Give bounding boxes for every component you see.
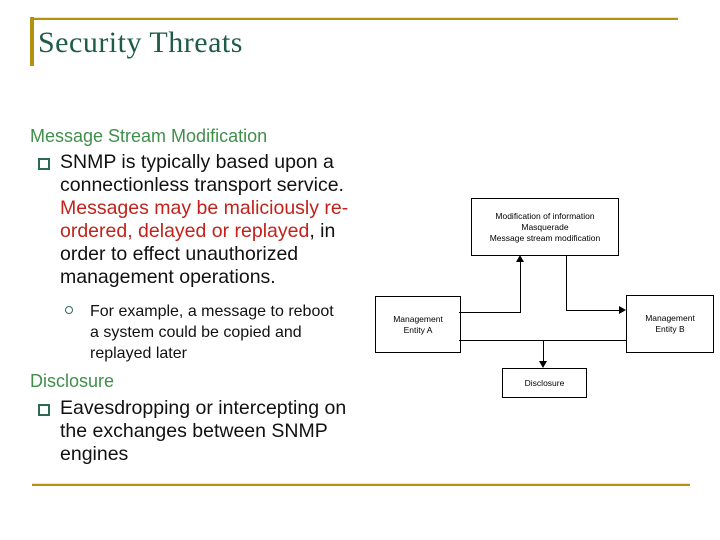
threat-box-line-3: Message stream modification: [489, 232, 601, 243]
bullet-text-black-after: , in order to effect unauthorized manage…: [60, 220, 336, 288]
bullet-text-snmp: SNMP is typically based upon a connectio…: [60, 151, 382, 289]
threat-box-line-1: Modification of information: [495, 210, 595, 221]
bottom-rule: [32, 483, 690, 486]
title-accent-bar: [30, 17, 34, 66]
entity-a-line-1: Management: [393, 313, 443, 324]
threat-box-line-2: Masquerade: [521, 221, 569, 232]
circle-bullet-icon: [65, 306, 73, 314]
connector-entity-a-to-threats-horizontal: [459, 312, 521, 313]
connector-threats-to-entity-b-horizontal: [566, 310, 621, 311]
diagram-box-management-entity-a: Management Entity A: [375, 296, 461, 353]
sub-bullet-text: For example, a message to reboot a syste…: [90, 303, 334, 362]
arrow-up-icon: [516, 255, 524, 262]
bullet-text-red-emphasis: Messages may be maliciously re-ordered, …: [60, 197, 349, 242]
disclosure-box-label: Disclosure: [524, 378, 565, 388]
top-rule: [31, 17, 678, 20]
section-heading-message-stream-modification: Message Stream Modification: [30, 126, 268, 146]
connector-to-disclosure-vertical: [543, 341, 544, 362]
diagram-box-disclosure: Disclosure: [502, 368, 587, 398]
page-title: Security Threats: [38, 26, 243, 59]
connector-entity-a-to-entity-b-horizontal: [459, 340, 627, 341]
connector-threats-to-entity-b-vertical: [566, 255, 567, 310]
entity-b-line-1: Management: [645, 313, 695, 323]
arrow-down-icon: [539, 361, 547, 368]
square-bullet-icon: [38, 158, 50, 170]
connector-entity-a-to-threats-vertical: [520, 262, 521, 313]
entity-a-line-2: Entity A: [403, 324, 433, 335]
section-heading-disclosure: Disclosure: [30, 371, 115, 391]
square-bullet-icon: [38, 404, 50, 416]
bullet-text-eavesdropping: Eavesdropping or intercepting on the exc…: [60, 397, 347, 465]
diagram-box-management-entity-b: Management Entity B: [626, 295, 714, 353]
entity-b-line-2: Entity B: [655, 324, 685, 334]
bullet-text-black-before: SNMP is typically based upon a connectio…: [60, 151, 344, 196]
diagram-box-threat-types: Modification of information Masquerade M…: [471, 198, 619, 256]
arrow-right-icon: [619, 306, 626, 314]
